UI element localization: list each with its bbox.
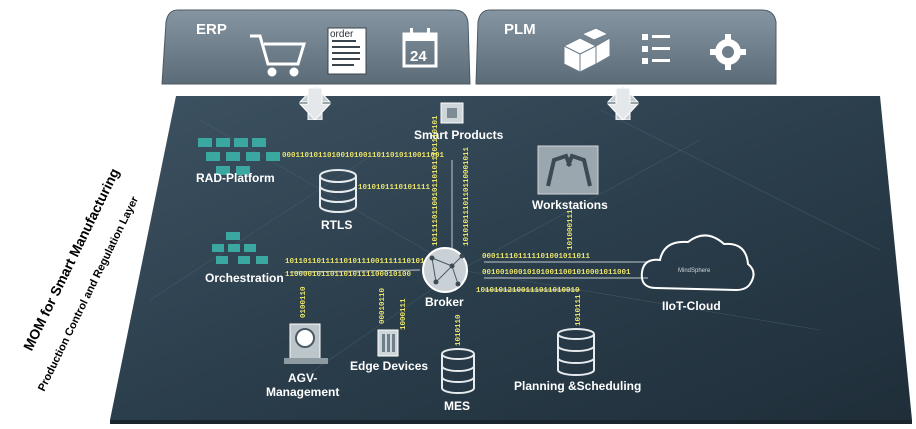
planning-database-icon — [557, 328, 595, 376]
rtls-bitstream: 1010101110101111 — [358, 184, 431, 192]
smart-vertical-bitstream: 10111101100101101011101110101 — [432, 115, 440, 246]
cloud-inner-label: MindSphere — [678, 268, 711, 274]
work-vertical-bitstream: 101000111 — [567, 209, 575, 250]
boxes-icon — [562, 27, 611, 73]
planning-label: Planning &Scheduling — [514, 379, 641, 393]
right-bitstream-2: 001001000101010011001010001011001 — [482, 269, 631, 277]
shopping-cart-icon — [250, 34, 307, 77]
iiot-cloud-label: IIoT-Cloud — [662, 299, 721, 313]
rad-platform-label: RAD-Platform — [196, 171, 275, 185]
workstations-label: Workstations — [532, 198, 608, 212]
erp-panel: ERP order 24 — [160, 8, 472, 86]
agv-label-line1: AGV- — [288, 371, 317, 385]
right-bitstream-3: 10101012100111011010010 — [476, 287, 580, 295]
agv-label-line2: Management — [266, 385, 339, 399]
rtls-label: RTLS — [321, 218, 352, 232]
rad-platform-diagram-icon — [198, 138, 280, 175]
edge-device-icon — [377, 329, 399, 357]
orchestration-diagram-icon — [212, 232, 268, 264]
plm-label: PLM — [504, 21, 536, 38]
calendar-day: 24 — [410, 48, 427, 65]
erp-interface-arrow — [298, 72, 332, 121]
broker-network-icon — [422, 247, 468, 293]
plm-panel: PLM — [474, 8, 778, 86]
mes-vertical-bitstream: 1010110 — [455, 314, 463, 346]
orch-bitstream-1: 101101101111101011100111111010111 — [285, 258, 434, 266]
gear-icon — [710, 34, 746, 70]
robot-arm-icon — [537, 145, 599, 195]
smart-vertical-bitstream-2: 1010101110110110001011 — [463, 146, 471, 246]
planning-vertical-bitstream: 1010111 — [575, 294, 583, 326]
mes-database-icon — [441, 348, 475, 394]
checklist-icon — [642, 34, 670, 64]
agv-vertical-bitstream: 0100110 — [300, 286, 308, 318]
broker-label: Broker — [425, 295, 464, 309]
plm-interface-arrow — [606, 72, 640, 121]
agv-robot-icon — [284, 323, 328, 364]
edge-bitstream-2: 1000111 — [400, 298, 408, 330]
rad-bitstream: 000110101101001010011011010110011001 — [282, 152, 445, 160]
rtls-database-icon — [319, 169, 357, 213]
erp-label: ERP — [196, 21, 227, 38]
orchestration-label: Orchestration — [205, 271, 284, 285]
order-document-icon: order — [327, 27, 367, 75]
edge-devices-label: Edge Devices — [350, 359, 428, 373]
cloud-icon — [640, 234, 755, 292]
mes-label: MES — [444, 399, 470, 413]
calendar-icon: 24 — [402, 28, 438, 68]
chip-icon — [440, 102, 464, 124]
edge-vertical-bitstream: 00010110 — [379, 287, 387, 324]
right-bitstream-1: 000111101111101001011011 — [482, 253, 591, 261]
smart-products-label: Smart Products — [414, 128, 504, 142]
order-text: order — [330, 29, 354, 40]
orch-bitstream-2: 1100001011011010111100010100 — [285, 271, 412, 279]
